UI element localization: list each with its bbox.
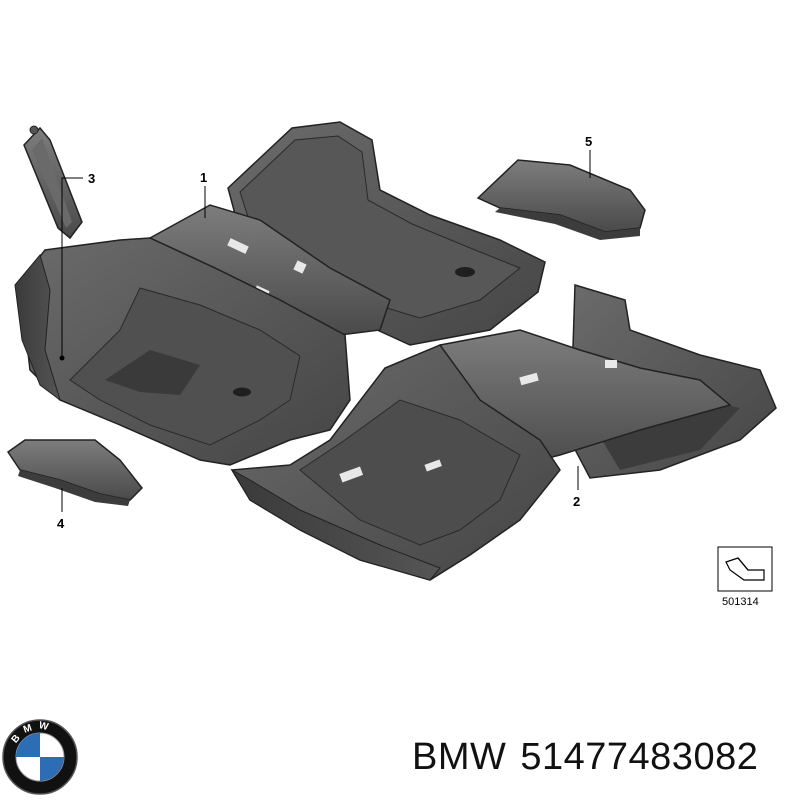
brand-name: BMW [412,736,507,778]
reference-code: 501314 [722,596,759,608]
callout-4: 4 [57,516,65,531]
callout-leaders [61,150,591,512]
bmw-logo: BMW [2,719,78,795]
callout-1: 1 [200,170,207,185]
side-trim-strip [23,125,83,240]
callout-3: 3 [88,171,95,186]
callout-2: 2 [573,494,580,509]
reference-icon-box [717,546,773,592]
front-floor-carpet [14,121,546,466]
callout-5: 5 [585,134,592,149]
small-cover [6,439,144,506]
insulation-panel [476,159,646,240]
part-number: 51477483082 [520,736,759,778]
leader-dot [59,355,65,361]
rear-floor-carpet [230,284,777,581]
part-caption: BMW 51477483082 [412,736,758,779]
